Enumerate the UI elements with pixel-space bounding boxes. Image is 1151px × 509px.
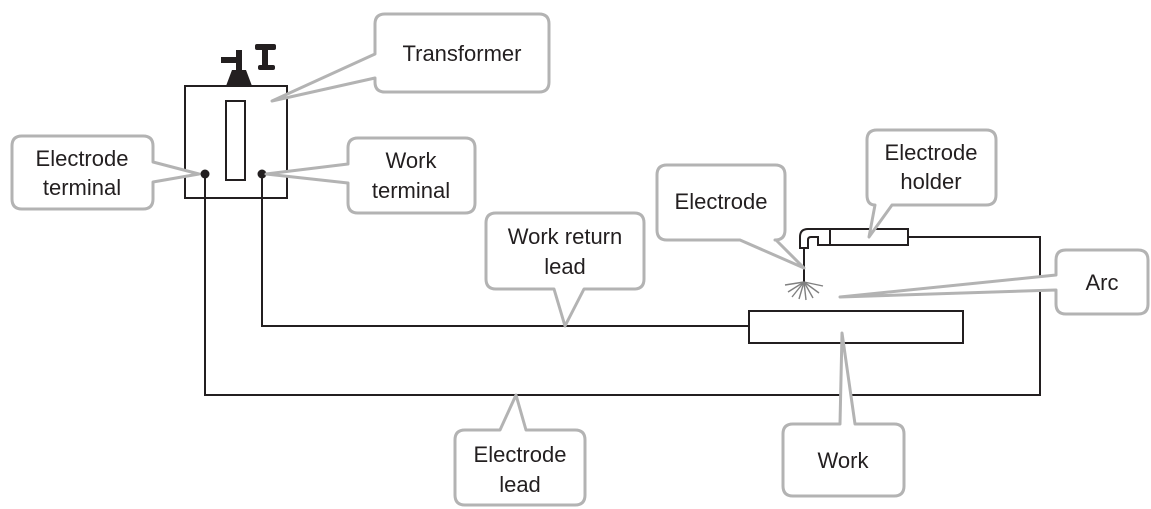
- transformer-label: Transformer: [403, 41, 522, 66]
- electrode-holder: [799, 228, 909, 249]
- work-terminal-label-line2: terminal: [372, 178, 450, 203]
- work-return-lead-wire: [261, 174, 749, 327]
- electrode-holder-label-line1: Electrode: [885, 140, 978, 165]
- callout-work-return-lead: Work return lead: [484, 211, 646, 328]
- callout-electrode-terminal: Electrode terminal: [10, 134, 201, 211]
- arc-sparks: [784, 281, 824, 301]
- holder-jaw: [799, 228, 830, 249]
- callout-arc: Arc: [838, 248, 1150, 316]
- electrode-label: Electrode: [675, 189, 768, 214]
- transformer-window: [225, 100, 246, 181]
- work-return-lead-label-line2: lead: [544, 254, 586, 279]
- electrode-terminal-label-line2: terminal: [43, 175, 121, 200]
- transformer: [184, 44, 288, 199]
- work-return-lead-label-line1: Work return: [508, 224, 623, 249]
- work-terminal-label-line1: Work: [386, 148, 438, 173]
- electrode-lead-label-line1: Electrode: [474, 442, 567, 467]
- callout-work: Work: [781, 331, 906, 498]
- callout-transformer: Transformer: [270, 12, 551, 103]
- callout-electrode-holder: Electrode holder: [865, 128, 998, 239]
- electrode-terminal-label-line1: Electrode: [36, 146, 129, 171]
- callout-electrode-lead: Electrode lead: [453, 393, 587, 507]
- callout-work-terminal: Work terminal: [264, 136, 477, 215]
- electrode-holder-label-line2: holder: [900, 169, 961, 194]
- electrode-lead-label-line2: lead: [499, 472, 541, 497]
- transformer-body: [184, 85, 288, 199]
- transformer-adjuster-knob: [221, 44, 276, 86]
- work-piece: [748, 310, 964, 344]
- work-label: Work: [818, 448, 870, 473]
- callout-electrode: Electrode: [655, 163, 806, 270]
- arc-label: Arc: [1086, 270, 1119, 295]
- electrode-lead-wire: [204, 174, 1041, 396]
